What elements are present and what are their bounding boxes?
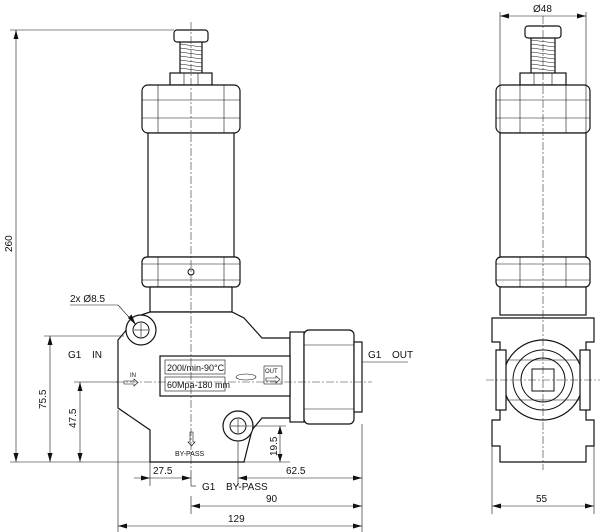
dim-diameter-48: Ø48 [533,4,552,15]
dim-27-5: 27.5 [153,466,173,477]
dim-260: 260 [4,235,15,252]
bypass-arrow-icon [187,431,196,447]
port-bypass-g1: G1 [202,482,216,493]
port-bypass-name: BY-PASS [226,482,268,493]
dim-62-5: 62.5 [286,466,306,477]
front-view: 200l/min-90°C 60Mpa-180 mm OUT IN BY-PAS… [116,22,372,470]
dim-bore: 2x Ø8.5 [70,294,105,305]
dim-129: 129 [228,514,245,525]
port-out-g1: G1 [368,350,382,361]
outlet-fitting [289,331,305,423]
port-out-name: OUT [392,350,413,361]
dim-75-5: 75.5 [38,389,49,409]
arrow-in-label: IN [130,373,136,379]
in-arrow-icon [123,378,139,387]
dim-55: 55 [536,494,548,505]
port-in-name: IN [92,350,102,361]
out-arrow-icon [265,375,281,384]
plate-line-1: 200l/min-90°C [167,363,225,373]
side-dimensions: Ø48 55 [491,4,595,514]
dim-47-5: 47.5 [68,408,79,428]
bypass-body-label: BY-PASS [175,451,205,458]
outlet-hex [303,329,355,425]
side-view [486,16,600,470]
port-in-g1: G1 [68,350,82,361]
dim-90: 90 [266,494,278,505]
dim-19-5: 19.5 [269,436,280,456]
plate-line-2: 60Mpa-180 mm [167,380,230,390]
arrow-out-label: OUT [265,369,278,375]
front-dimensions: 260 2x Ø8.5 75.5 G1 IN 47.5 G1 OUT 19.5 [4,29,413,532]
